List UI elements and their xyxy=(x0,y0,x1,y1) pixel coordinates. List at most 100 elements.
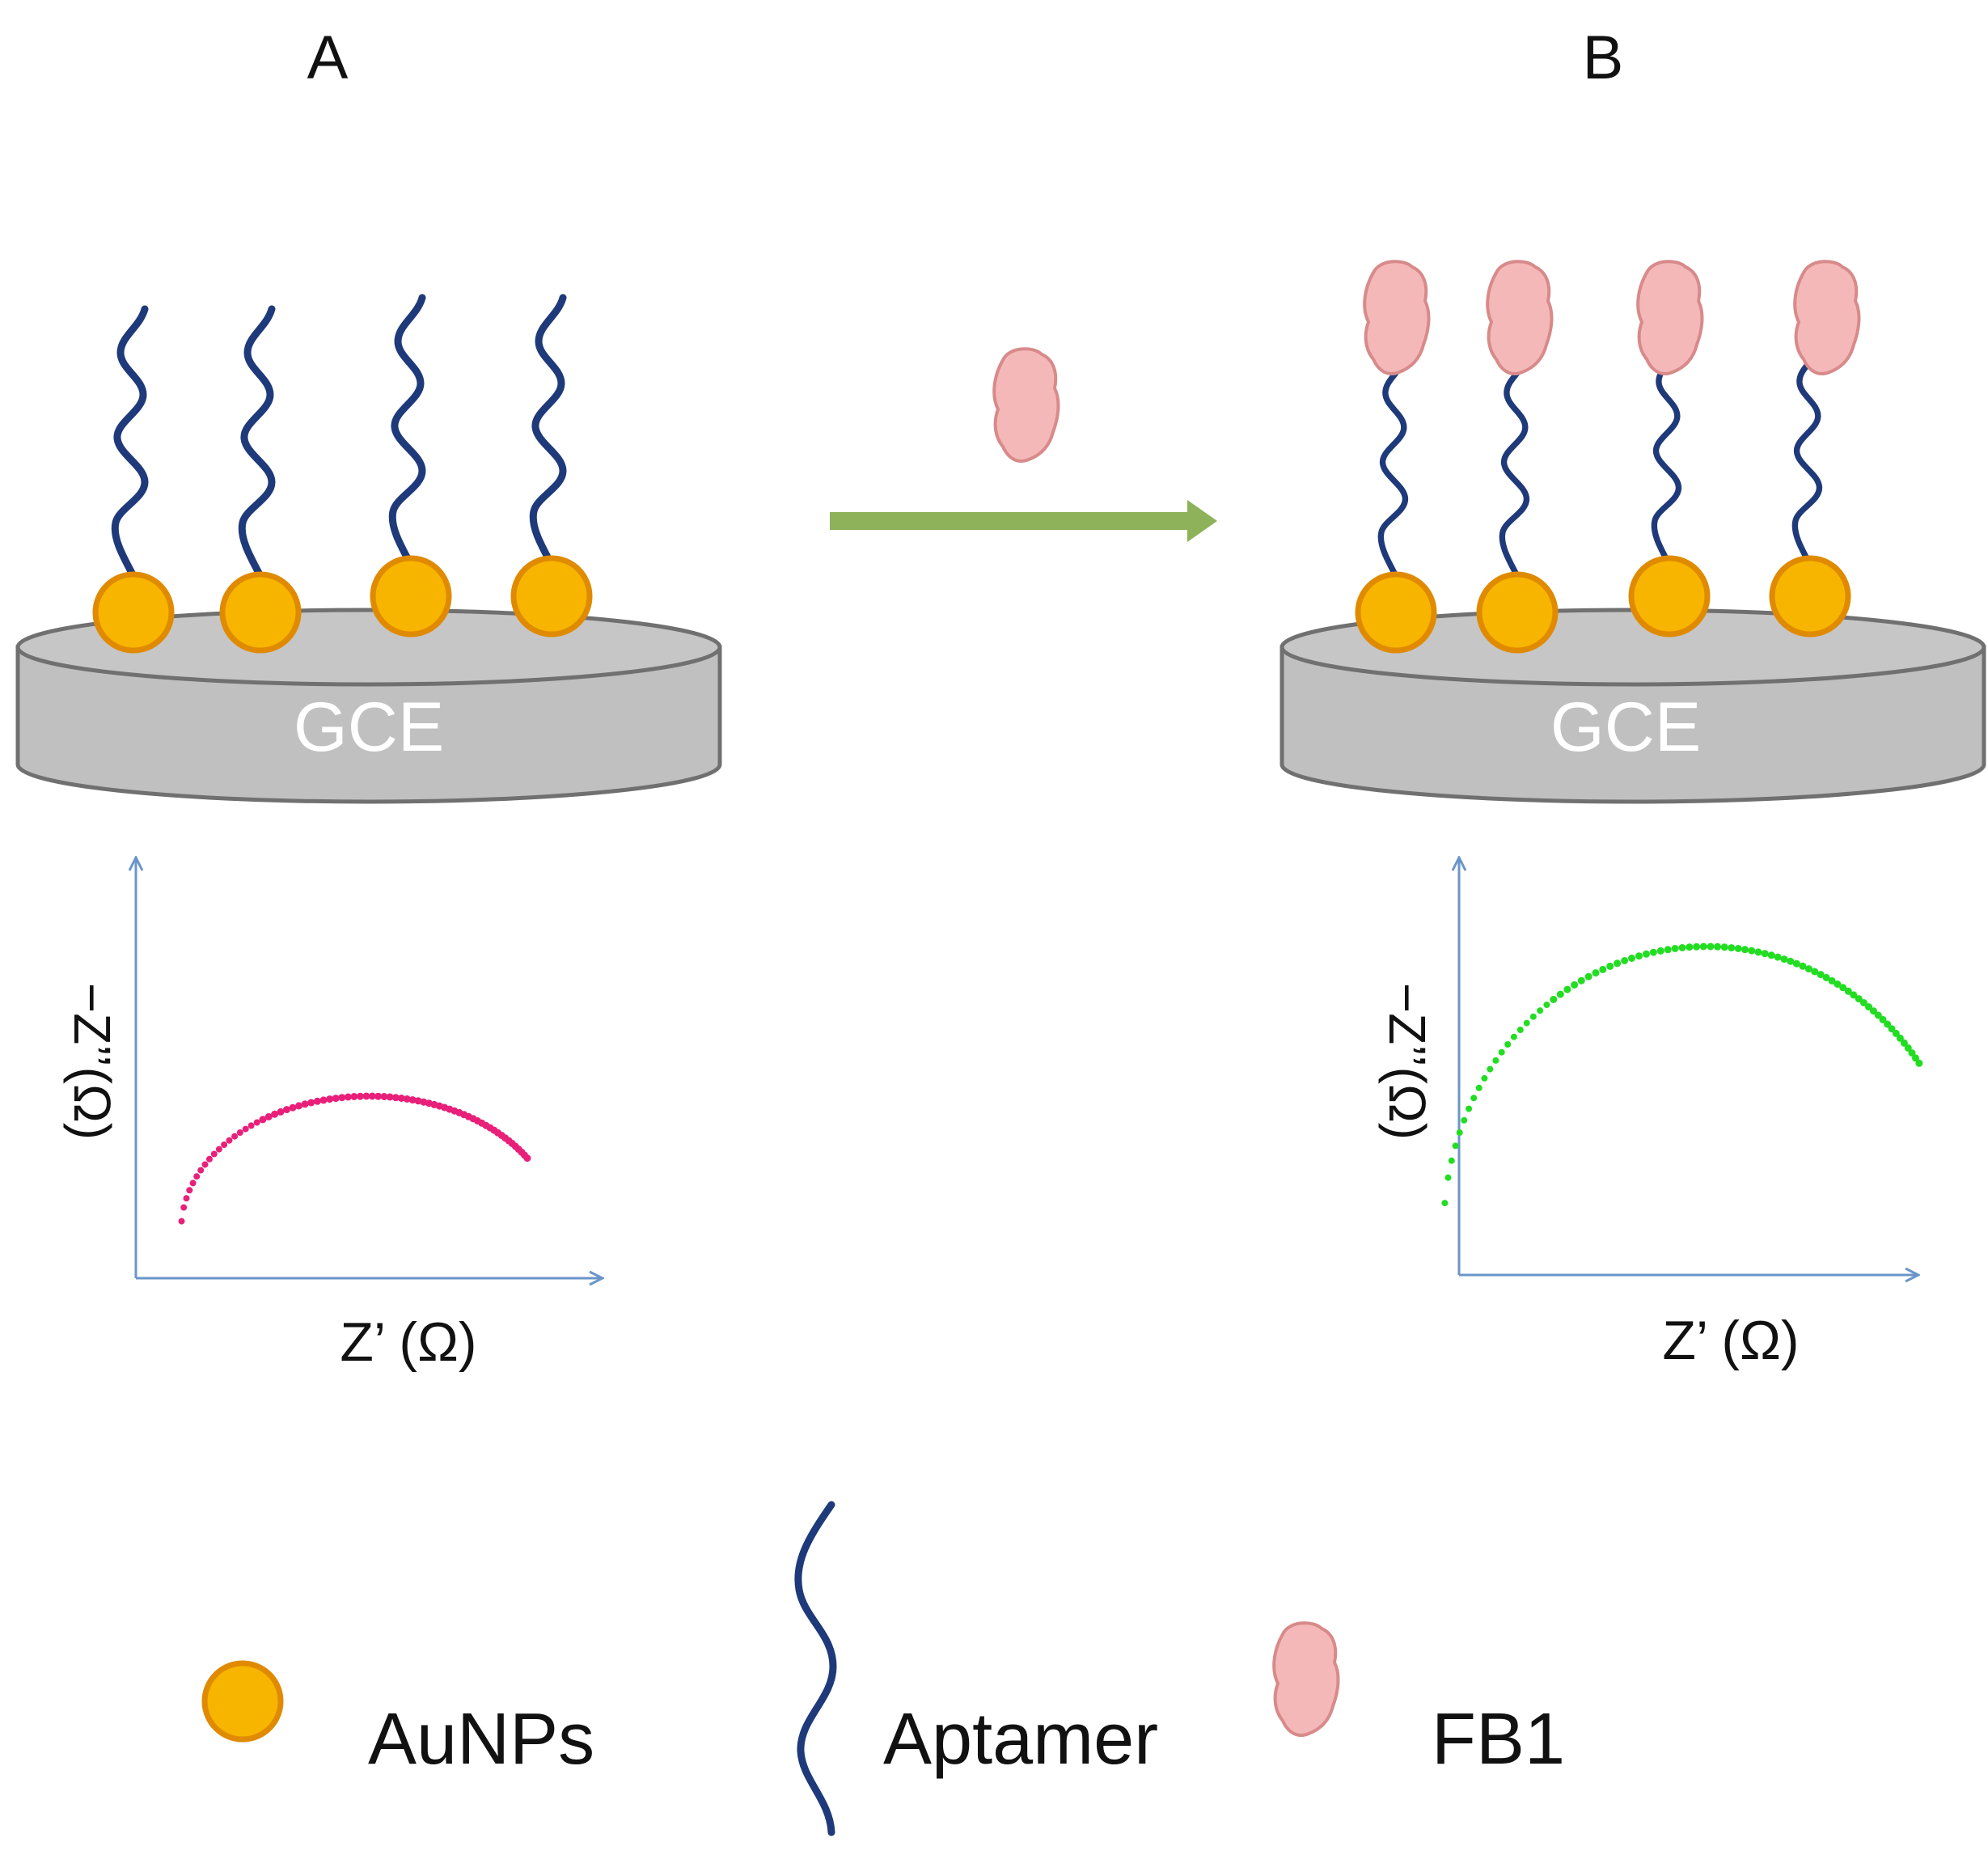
impedance-point xyxy=(1804,965,1812,973)
impedance-point xyxy=(1767,951,1775,959)
impedance-point xyxy=(523,1154,531,1163)
impedance-point xyxy=(1628,955,1635,962)
impedance-point xyxy=(1900,1039,1908,1047)
impedance-point xyxy=(1761,950,1769,958)
impedance-point xyxy=(1828,976,1836,985)
impedance-point xyxy=(1855,995,1863,1003)
impedance-point xyxy=(1699,942,1707,951)
impedance-point xyxy=(1475,1084,1483,1091)
impedance-point xyxy=(1466,1105,1473,1112)
fb1-molecule-icon xyxy=(992,347,1060,464)
impedance-point xyxy=(1888,1025,1896,1033)
aptamer-strand xyxy=(1381,357,1405,576)
impedance-point xyxy=(1904,1044,1912,1052)
panel-a-electrode-label: GCE xyxy=(294,688,444,766)
impedance-point xyxy=(1621,957,1629,964)
panel-b-aptamers xyxy=(1381,345,1819,576)
reaction-arrow-head xyxy=(1187,500,1217,542)
aptamer-strand xyxy=(392,298,422,565)
impedance-point xyxy=(201,1161,209,1168)
impedance-point xyxy=(1481,1074,1488,1082)
impedance-point xyxy=(1461,1116,1468,1124)
impedance-point xyxy=(1563,985,1571,993)
impedance-point xyxy=(1448,1157,1455,1164)
impedance-point xyxy=(1649,948,1657,956)
fb1-molecule-icon xyxy=(1363,260,1431,376)
impedance-point xyxy=(1884,1020,1892,1028)
legend-aunp-icon xyxy=(201,1660,284,1743)
impedance-point xyxy=(1787,957,1795,965)
impedance-point xyxy=(226,1137,233,1144)
impedance-point xyxy=(1678,944,1686,951)
impedance-point xyxy=(386,1093,394,1101)
impedance-point xyxy=(1817,971,1825,979)
panel-a-y-axis-label: −Z’’(Ω) xyxy=(63,983,121,1140)
impedance-point xyxy=(215,1146,222,1153)
impedance-point xyxy=(1444,1174,1452,1181)
impedance-point xyxy=(193,1173,201,1180)
impedance-point xyxy=(253,1119,260,1126)
aunp-particle xyxy=(1628,555,1711,637)
panel-b-nyquist-plot: −Z’’(Ω) Z’ (Ω) xyxy=(1378,858,1923,1371)
impedance-point xyxy=(189,1179,197,1187)
impedance-point xyxy=(259,1116,267,1124)
impedance-point xyxy=(1671,945,1679,952)
aunp-particle xyxy=(1476,571,1559,654)
impedance-point xyxy=(1523,1019,1530,1027)
impedance-point xyxy=(1470,1095,1478,1102)
impedance-point xyxy=(277,1107,285,1116)
panel-b-label: B xyxy=(1583,23,1624,92)
impedance-point xyxy=(1537,1007,1544,1014)
impedance-point xyxy=(231,1133,239,1140)
impedance-point xyxy=(1577,976,1585,985)
panel-a-nyquist-plot: −Z’’(Ω) Z’ (Ω) xyxy=(63,858,603,1373)
impedance-point xyxy=(1686,943,1694,951)
legend: AuNPs Aptamer FB1 xyxy=(201,1501,1565,1836)
impedance-point xyxy=(1529,1013,1537,1020)
impedance-point xyxy=(295,1102,302,1110)
impedance-point xyxy=(319,1096,328,1104)
impedance-point xyxy=(414,1097,422,1105)
impedance-point xyxy=(1792,959,1800,968)
impedance-point xyxy=(178,1218,185,1225)
impedance-point xyxy=(1874,1011,1882,1019)
impedance-point xyxy=(408,1096,417,1104)
impedance-point xyxy=(264,1113,273,1120)
impedance-point xyxy=(1834,980,1842,988)
impedance-point xyxy=(271,1110,279,1118)
impedance-point xyxy=(1614,959,1622,968)
impedance-point xyxy=(301,1100,309,1108)
impedance-point xyxy=(1543,1002,1550,1009)
impedance-point xyxy=(1799,962,1807,970)
impedance-point xyxy=(1664,946,1672,954)
legend-aptamer-icon xyxy=(794,1501,837,1836)
aunp-particle xyxy=(1355,571,1437,654)
impedance-point xyxy=(326,1095,334,1103)
impedance-point xyxy=(344,1093,352,1101)
panel-a-x-axis-label: Z’ (Ω) xyxy=(340,1311,476,1373)
impedance-point xyxy=(180,1204,188,1211)
impedance-point xyxy=(210,1150,218,1158)
panel-b: B GCE −Z’’(Ω) Z’ (Ω) xyxy=(1280,23,1986,1371)
impedance-point xyxy=(1487,1065,1494,1073)
impedance-point xyxy=(1707,942,1715,951)
impedance-point xyxy=(183,1195,190,1202)
legend-aunps-label: AuNPs xyxy=(368,1699,594,1780)
aunp-particle xyxy=(1769,555,1851,637)
impedance-point xyxy=(1599,965,1607,973)
fb1-molecule-icon xyxy=(1793,260,1861,376)
impedance-point xyxy=(247,1122,255,1129)
impedance-point xyxy=(1859,999,1867,1006)
impedance-point xyxy=(1656,947,1664,955)
impedance-point xyxy=(403,1095,411,1103)
legend-fb1-label: FB1 xyxy=(1432,1699,1565,1780)
impedance-point xyxy=(307,1099,315,1107)
impedance-point xyxy=(1606,962,1614,970)
impedance-point xyxy=(1741,946,1749,954)
impedance-point xyxy=(186,1187,193,1194)
impedance-point xyxy=(313,1097,321,1105)
impedance-point xyxy=(1516,1027,1524,1033)
impedance-point xyxy=(1850,991,1858,999)
legend-fb1-icon xyxy=(1272,1621,1340,1738)
